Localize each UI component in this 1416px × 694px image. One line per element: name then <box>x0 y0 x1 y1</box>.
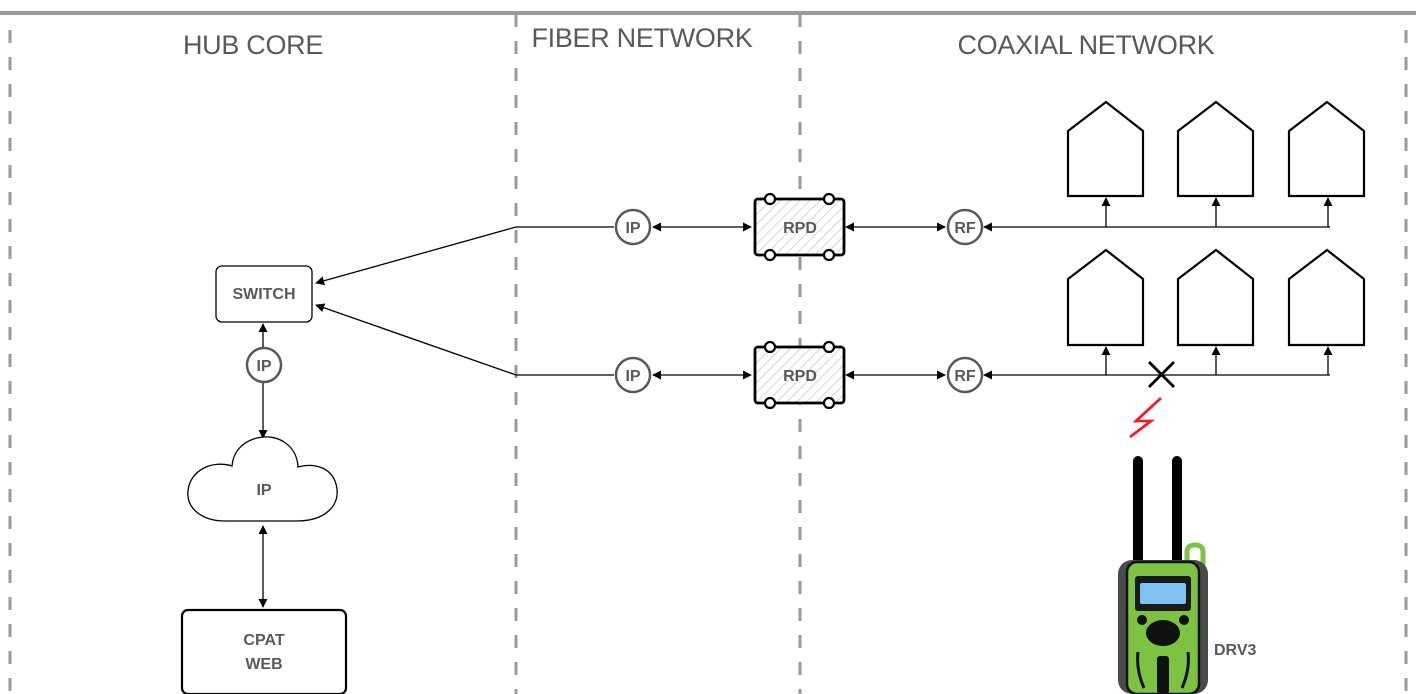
rpd-top-lugs <box>763 192 836 262</box>
meter-button-right <box>1179 615 1189 625</box>
cpat-web-node[interactable]: CPAT WEB <box>180 608 348 694</box>
rf-badge-bottom-label: RF <box>954 368 976 385</box>
rpd-node-top[interactable]: RPD <box>753 192 846 262</box>
meter-grip-right <box>1180 651 1190 689</box>
drv3-meter-icon[interactable] <box>1118 456 1208 694</box>
meter-button-left <box>1137 615 1147 625</box>
rf-badge-top: RF <box>946 208 984 246</box>
rf-badge-bottom: RF <box>946 356 984 394</box>
switch-box <box>215 265 313 323</box>
house-icon <box>1176 248 1255 347</box>
rpd-node-bottom[interactable]: RPD <box>753 340 846 410</box>
cpat-web-box <box>180 608 348 694</box>
house-icon <box>1287 248 1366 347</box>
meter-keypad <box>1157 656 1169 694</box>
zone-title-coaxial-network: COAXIAL NETWORK <box>957 30 1214 60</box>
cloud-label: IP <box>256 482 271 499</box>
switch-fiber-link-top <box>315 226 614 286</box>
rf-badge-top-label: RF <box>954 220 976 237</box>
antenna-left <box>1133 456 1143 574</box>
switch-ip-badge: IP <box>245 346 283 384</box>
meter-grip-left <box>1136 651 1146 689</box>
ip-cloud[interactable]: IP <box>187 436 338 522</box>
ip-badge-bottom: IP <box>614 356 652 394</box>
ip-badge-top: IP <box>614 208 652 246</box>
cpat-web-line2: WEB <box>245 656 282 673</box>
houses-bottom <box>1066 248 1366 347</box>
zone-title-hub-core: HUB CORE <box>183 30 323 60</box>
antenna-right <box>1172 456 1182 574</box>
ip-badge-bottom-label: IP <box>625 368 640 385</box>
switch-node[interactable]: SWITCH <box>215 265 313 323</box>
cpat-web-line1: CPAT <box>243 632 284 649</box>
house-icon <box>1066 100 1145 198</box>
switch-fiber-link-bottom <box>315 303 614 376</box>
switch-label: SWITCH <box>232 286 295 303</box>
fault-lightning-icon <box>1129 396 1162 439</box>
cloud-shape <box>187 436 338 522</box>
rpd-bottom-lugs <box>763 340 836 410</box>
switch-ip-badge-label: IP <box>256 358 271 375</box>
house-icon <box>1287 100 1366 198</box>
meter-dial <box>1146 620 1180 646</box>
rpd-bottom-label: RPD <box>783 368 817 385</box>
rpd-top-box <box>753 197 846 257</box>
fault-x-icon <box>1148 361 1175 388</box>
rpd-bottom-box <box>753 345 846 405</box>
zone-title-fiber-network: FIBER NETWORK <box>531 23 752 53</box>
path-top <box>652 197 1333 232</box>
ip-badge-top-label: IP <box>625 220 640 237</box>
zone-dividers <box>8 14 1408 694</box>
meter-strap <box>1184 542 1206 578</box>
path-bottom <box>652 346 1333 380</box>
meter-screen <box>1140 583 1186 604</box>
houses-top <box>1066 100 1366 198</box>
house-icon <box>1066 248 1145 347</box>
drv3-label: DRV3 <box>1214 642 1256 659</box>
house-icon <box>1176 100 1255 198</box>
rpd-top-label: RPD <box>783 220 817 237</box>
